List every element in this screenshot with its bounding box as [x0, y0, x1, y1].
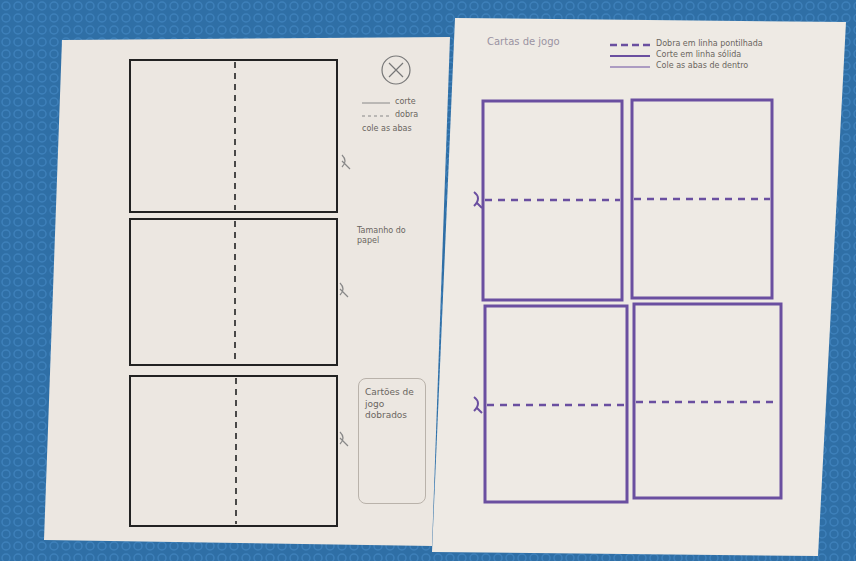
paper-size-note: Tamanho do papel: [357, 226, 421, 245]
scissors-symbols: [340, 155, 350, 446]
fold-lines: [235, 62, 236, 524]
note-text: Cartões de jogo dobrados: [365, 387, 419, 422]
legend-text: Cole as abas de dentro: [656, 61, 826, 71]
legend-text: Corte em linha sólida: [656, 50, 826, 60]
paper-sheet: [44, 37, 450, 546]
legend-samples: [610, 45, 650, 67]
cross-circle: [382, 56, 410, 84]
legend-text: Dobra em linha pontilhada: [656, 39, 826, 49]
sheet-title: Cartas de jogo: [487, 36, 597, 48]
card-outlines: [483, 100, 781, 502]
paper-sheet: [432, 18, 846, 556]
card-outlines: [130, 60, 337, 526]
fold-lines: [485, 199, 779, 405]
legend-note: corte: [395, 97, 435, 107]
note-box: Cartões de jogo dobrados: [358, 378, 426, 504]
legend-samples: [362, 103, 390, 116]
scissors-symbols: [474, 192, 482, 413]
legend-note: dobra: [395, 110, 435, 120]
legend-note: cole as abas: [362, 124, 432, 134]
